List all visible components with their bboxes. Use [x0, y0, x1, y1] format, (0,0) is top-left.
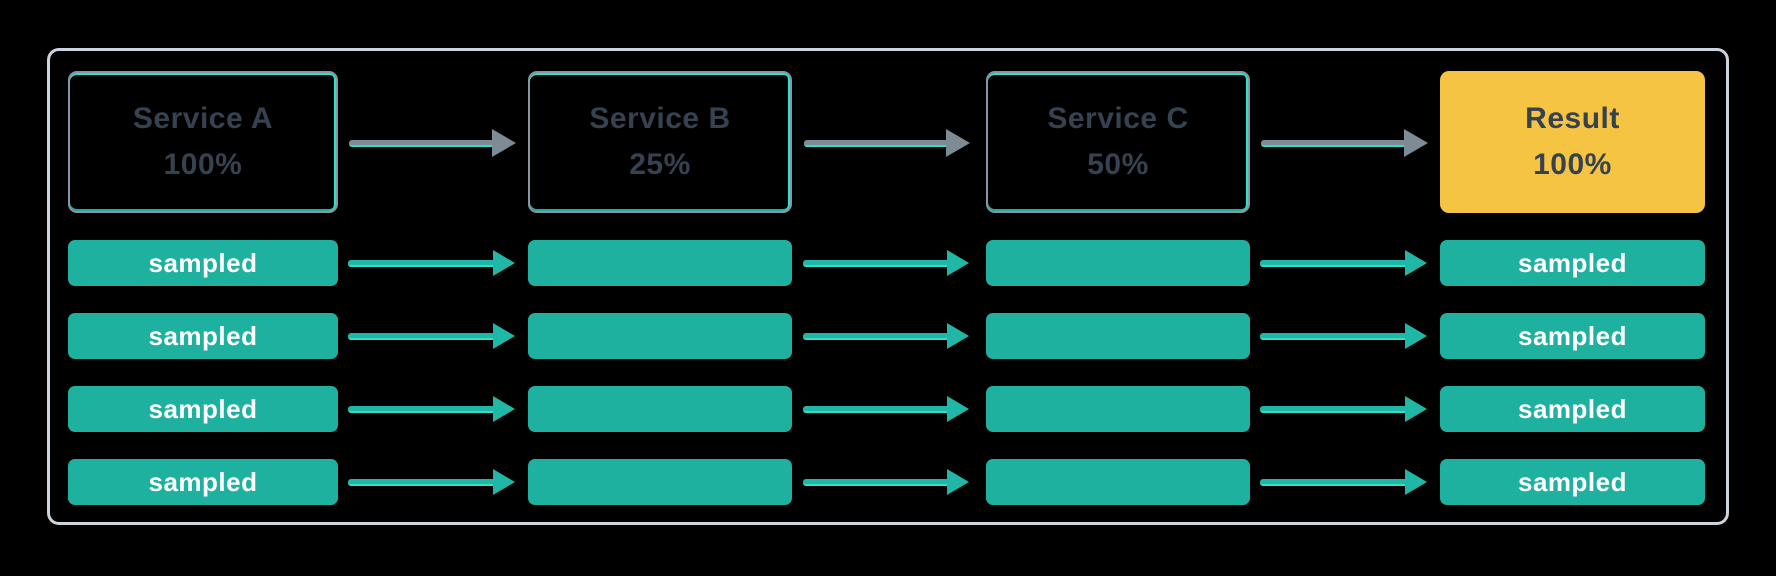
arrow-head	[493, 323, 515, 349]
sample-bar-label: sampled	[1518, 393, 1627, 424]
arrow-right-icon	[803, 250, 969, 276]
arrow-head	[1404, 129, 1428, 157]
sample-bar	[528, 240, 792, 286]
sample-bar-label: sampled	[1518, 320, 1627, 351]
arrow-right-icon	[1260, 469, 1427, 495]
arrow-head	[492, 129, 516, 157]
arrow-head	[1405, 469, 1427, 495]
arrow-shaft	[803, 405, 948, 413]
arrow-right-icon	[804, 129, 970, 157]
node-label: Result	[1525, 102, 1620, 135]
arrow-head	[1405, 323, 1427, 349]
arrow-right-icon	[349, 129, 516, 157]
node-sample-rate: 25%	[629, 148, 691, 181]
sample-bar-label: sampled	[1518, 247, 1627, 278]
sample-bar	[528, 459, 792, 505]
arrow-right-icon	[1260, 250, 1427, 276]
arrow-shaft	[348, 405, 494, 413]
arrow-shaft	[348, 259, 494, 267]
node-label: Service B	[589, 102, 731, 135]
sample-bar-label: sampled	[148, 466, 258, 497]
arrow-shaft	[1260, 405, 1406, 413]
arrow-shaft	[1260, 478, 1406, 486]
arrow-right-icon	[348, 396, 515, 422]
node-label: Service A	[132, 102, 274, 135]
arrow-head	[947, 469, 969, 495]
arrow-head	[493, 396, 515, 422]
arrow-head	[493, 469, 515, 495]
sample-bar: sampled	[68, 313, 338, 359]
arrow-right-icon	[1260, 323, 1427, 349]
arrow-shaft	[803, 478, 948, 486]
arrow-head	[1405, 250, 1427, 276]
sample-bar-label: sampled	[148, 393, 258, 424]
sample-bar-label: sampled	[148, 247, 258, 278]
node-sample-rate: 50%	[1087, 148, 1149, 181]
node-label: Service C	[1047, 102, 1189, 135]
arrow-shaft	[348, 478, 494, 486]
arrow-right-icon	[1261, 129, 1428, 157]
arrow-shaft	[1261, 139, 1405, 147]
arrow-right-icon	[1260, 396, 1427, 422]
sample-bar: sampled	[1440, 313, 1705, 359]
sample-bar: sampled	[1440, 459, 1705, 505]
node-service-c: Service C 50%	[986, 71, 1250, 213]
arrow-shaft	[804, 139, 947, 147]
arrow-shaft	[348, 332, 494, 340]
sample-bar: sampled	[68, 240, 338, 286]
sample-bar	[986, 240, 1250, 286]
arrow-right-icon	[348, 323, 515, 349]
arrow-head	[493, 250, 515, 276]
sample-bar-label: sampled	[148, 320, 258, 351]
node-sample-rate: 100%	[1533, 148, 1612, 181]
node-service-b: Service B 25%	[528, 71, 792, 213]
arrow-head	[947, 250, 969, 276]
arrow-right-icon	[803, 396, 969, 422]
arrow-shaft	[1260, 332, 1406, 340]
sample-bar	[986, 459, 1250, 505]
sample-bar: sampled	[1440, 386, 1705, 432]
arrow-right-icon	[348, 250, 515, 276]
arrow-right-icon	[803, 469, 969, 495]
arrow-head	[947, 396, 969, 422]
node-service-a: Service A 100%	[68, 71, 338, 213]
arrow-head	[947, 323, 969, 349]
diagram-frame	[47, 48, 1729, 525]
sample-bar	[986, 386, 1250, 432]
arrow-right-icon	[803, 323, 969, 349]
arrow-shaft	[803, 332, 948, 340]
arrow-head	[1405, 396, 1427, 422]
sample-bar-label: sampled	[1518, 466, 1627, 497]
sample-bar: sampled	[1440, 240, 1705, 286]
arrow-shaft	[1260, 259, 1406, 267]
sample-bar	[528, 386, 792, 432]
arrow-shaft	[349, 139, 493, 147]
sample-bar: sampled	[68, 459, 338, 505]
arrow-right-icon	[348, 469, 515, 495]
sample-bar	[986, 313, 1250, 359]
node-result: Result 100%	[1440, 71, 1705, 213]
arrow-shaft	[803, 259, 948, 267]
node-sample-rate: 100%	[163, 148, 243, 181]
sample-bar	[528, 313, 792, 359]
arrow-head	[946, 129, 970, 157]
sample-bar: sampled	[68, 386, 338, 432]
